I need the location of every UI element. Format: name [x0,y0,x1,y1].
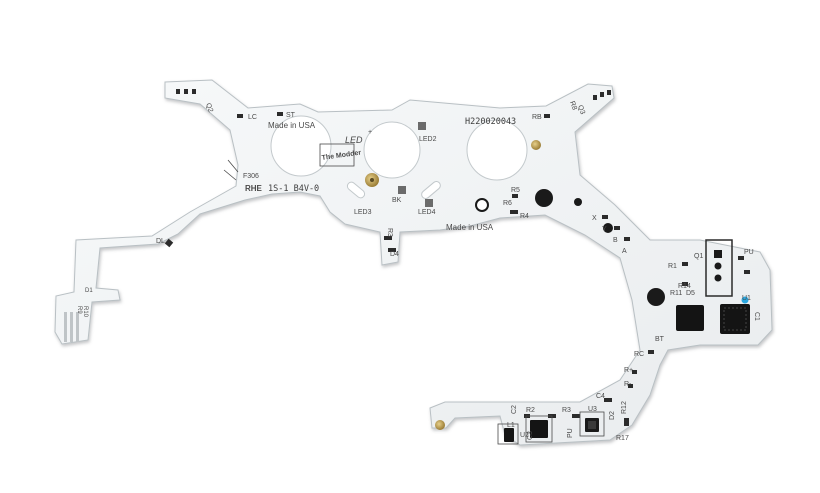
label-b: B [613,237,618,244]
label-r1: R1 [668,263,677,270]
label-q2: Q2 [204,102,214,113]
label-pu2: PU [567,428,574,438]
label-r12: R12 [621,401,628,414]
label-r17: R17 [616,435,629,442]
label-board-code: F306 [243,173,259,180]
label-r8: R8 [568,100,578,111]
label-r-plus: R+ [624,367,633,374]
label-r3: R3 [386,228,393,237]
label-d5: D5 [686,290,695,297]
label-u1: U1 [742,295,751,302]
label-bt: BT [655,336,665,343]
label-st: ST [286,112,296,119]
label-l1: L1 [507,422,515,429]
silkscreen-text: Q2 LC ST Made in USA LED + RB R8 Q3 H220… [76,100,760,442]
label-made-in-usa-mid: Made in USA [446,223,494,232]
label-dl: DL [156,238,165,245]
label-c4: C4 [596,393,605,400]
label-d2: D2 [609,411,616,420]
label-u3: U3 [588,406,597,413]
label-u2: U2 [520,432,529,439]
silk-outlines [223,159,605,445]
label-r6: R6 [503,200,512,207]
label-r4: R4 [520,213,529,220]
label-bk: BK [392,197,402,204]
label-led4: LED4 [418,209,436,216]
label-r9: R9 [76,306,82,314]
label-q3: Q3 [576,104,586,115]
label-part-number: H220020043 [465,117,516,127]
label-r11: R11 [670,290,682,297]
label-led3: LED3 [354,209,372,216]
label-r5: R5 [511,187,520,194]
smd-components [164,112,750,426]
edge-pads [64,89,611,342]
label-d4: D4 [390,251,399,258]
pin-header [705,239,733,297]
ic-chips [504,296,750,442]
label-q1: Q1 [694,253,703,260]
brand-logo [319,143,355,167]
label-led2: LED2 [419,136,437,143]
label-y: Y [602,226,607,233]
label-led-plus: + [368,129,372,136]
label-made-in-usa-top: Made in USA [268,121,316,130]
label-c1: C1 [753,312,760,321]
label-rc: RC [634,351,644,358]
label-c2: C2 [511,405,518,414]
cutout-holes [270,115,665,306]
label-r3b: R3 [562,407,571,414]
label-r10: R10 [82,306,88,318]
label-r-minus: R- [624,381,632,388]
slot-cutouts [346,181,441,199]
label-x: X [592,215,597,222]
label-r14: R14 [678,283,691,290]
label-lc: LC [248,114,257,121]
label-revision: 1S-1 B4V-0 [268,184,319,194]
label-pu: PU [744,249,754,256]
label-a: A [622,248,627,255]
label-led-mark: LED [345,135,363,145]
label-c3: C3 [527,431,534,440]
label-d1: D1 [85,288,93,294]
label-r2: R2 [526,407,535,414]
label-rb: RB [532,114,542,121]
label-logo-mark: RHE [245,184,263,193]
gold-contacts [365,140,541,430]
